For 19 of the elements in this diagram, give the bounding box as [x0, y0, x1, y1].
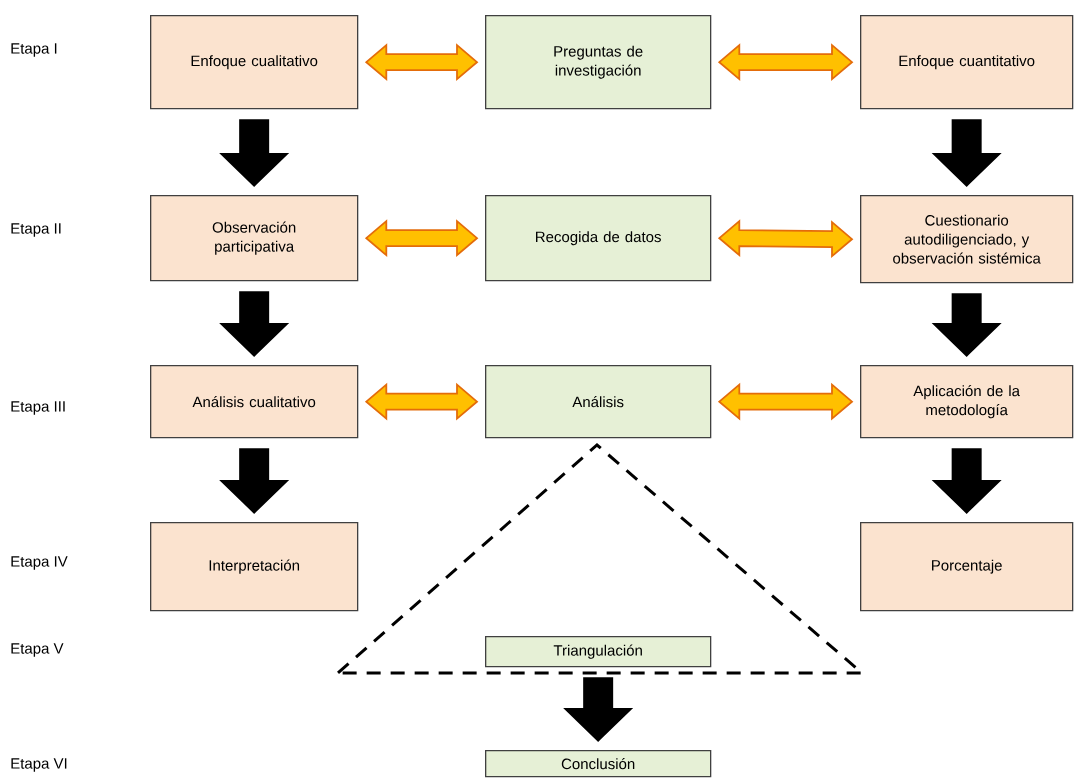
stage-box: Recogida de datos — [485, 195, 712, 282]
stage-label: Etapa III — [11, 401, 65, 415]
process-box: Observación participativa — [150, 195, 359, 282]
stage-box: Conclusión — [485, 750, 712, 778]
stage-label: Etapa I — [11, 43, 57, 57]
stage-label: Etapa II — [11, 223, 61, 237]
process-box: Enfoque cualitativo — [150, 15, 359, 110]
process-box: Enfoque cuantitativo — [860, 15, 1074, 110]
stage-box: Triangulación — [485, 636, 712, 668]
stage-box: Preguntas de investigación — [485, 15, 712, 110]
process-box: Aplicación de la metodología — [860, 365, 1074, 439]
process-box: Porcentaje — [860, 522, 1074, 612]
stage-box: Análisis — [485, 365, 712, 439]
stage-label: Etapa V — [11, 643, 64, 657]
stage-label: Etapa VI — [11, 758, 67, 772]
process-box: Cuestionario autodiligenciado, y observación sistémica — [860, 195, 1074, 284]
stage-label: Etapa IV — [11, 556, 68, 570]
process-box: Interpretación — [150, 522, 359, 612]
process-box: Análisis cualitativo — [150, 365, 359, 439]
